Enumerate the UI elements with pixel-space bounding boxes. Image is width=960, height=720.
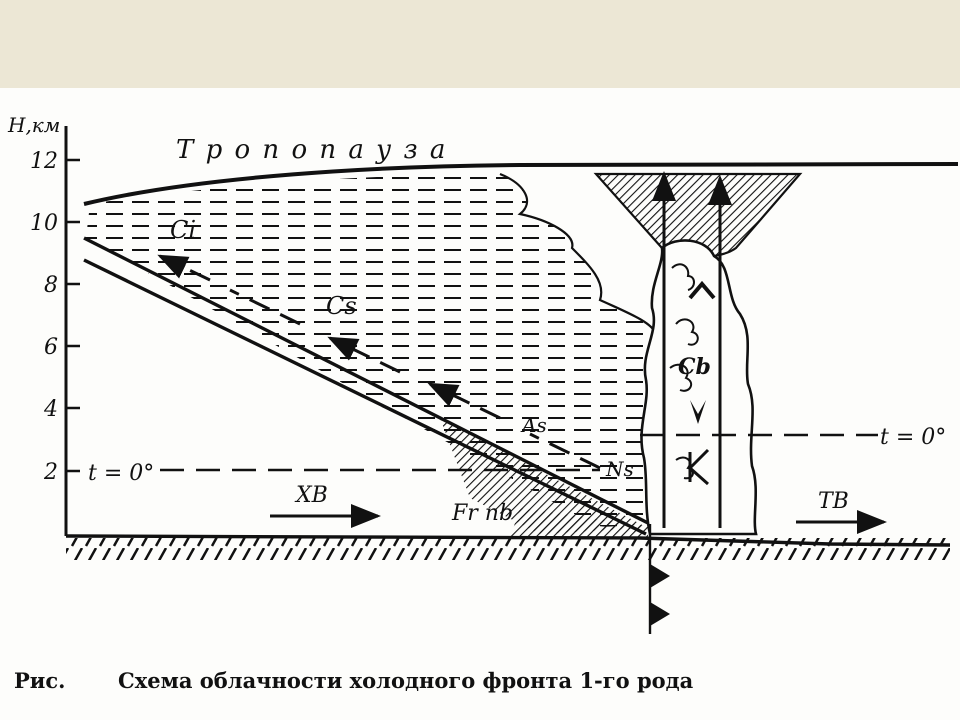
cloud-label-ci: Ci (170, 216, 196, 244)
figure-caption-text: Схема облачности холодного фронта 1-го р… (118, 668, 694, 693)
figure-caption: Рис. Схема облачности холодного фронта 1-… (14, 668, 944, 708)
tropopause-label: Т р о п о п а у з а (176, 135, 447, 165)
frontal-surface-upper (83, 236, 651, 526)
fractonimbus-hatched-area (440, 418, 648, 534)
y-tick-label-8: 8 (44, 273, 58, 298)
y-tick-label-6: 6 (44, 335, 58, 360)
front-triangle-marker-2 (650, 602, 670, 626)
front-triangle-marker-1 (650, 564, 670, 588)
y-tick-label-2: 2 (43, 460, 58, 485)
precipitation-band-near-ground (510, 508, 648, 538)
ground-hatching (66, 538, 950, 560)
y-tick-label-4: 4 (43, 397, 58, 422)
top-background-band (0, 0, 960, 88)
tropopause-line (83, 162, 959, 206)
y-tick-label-10: 10 (30, 211, 58, 236)
cb-tower-outline (640, 239, 758, 536)
freezing-level-left-label: t = 0° (88, 461, 154, 486)
cloud-outline (499, 172, 658, 335)
cloud-label-as: As (520, 413, 547, 437)
cloud-label-cs: Cs (326, 292, 357, 320)
upglide-dashed-arrows (157, 254, 601, 470)
top-band-fill (0, 0, 960, 88)
warm-air-label: TB (818, 489, 849, 514)
y-axis-label: H,км (7, 113, 60, 137)
cloud-label-cb: Cb (678, 354, 711, 380)
figure-label: Рис. (14, 668, 66, 693)
y-axis-ticks (66, 158, 80, 473)
cloud-label-fr-nb: Fr nb (451, 501, 513, 526)
cold-front-diagram: H,км 12 10 8 6 4 2 Т р о п о п а у з а (7, 113, 959, 634)
cold-air-label: XB (294, 483, 328, 508)
y-tick-label-12: 12 (30, 149, 58, 174)
stratiform-cloud-mass (86, 174, 656, 527)
cloud-label-ns: Ns (605, 457, 634, 481)
cumulonimbus-cloud (593, 171, 803, 536)
freezing-level-right-label: t = 0° (880, 425, 946, 450)
